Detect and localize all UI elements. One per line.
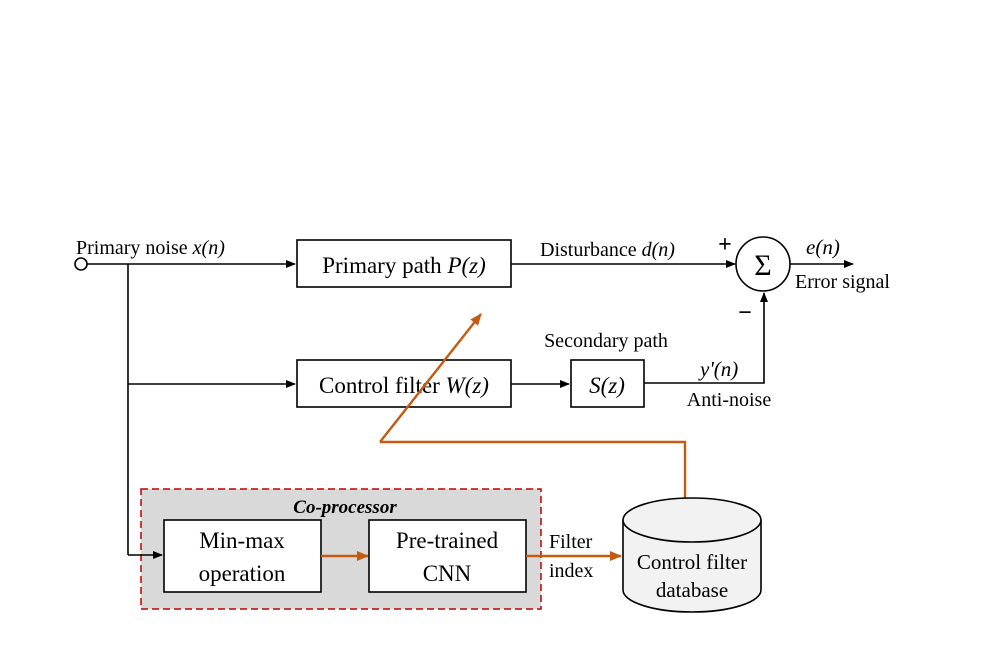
antinoise-symbol: y'(n) [698,357,738,381]
cnn-block: Pre-trained CNN [368,519,527,593]
control-filter-block: Control filter W(z) [296,359,512,408]
svg-text:Pre-trained: Pre-trained [396,528,499,553]
primary-path-block: Primary path P(z) [296,239,512,288]
svg-text:Primary path P(z): Primary path P(z) [322,253,486,278]
svg-text:S(z): S(z) [589,373,625,398]
summing-junction: Σ [735,236,791,292]
minus-sign: − [738,300,752,326]
error-signal-label: Error signal [795,271,890,293]
svg-text:operation: operation [199,561,286,586]
secondary-path-caption: Secondary path [544,330,668,352]
antinoise-line [644,292,768,384]
adaptive-update-arrow [379,313,482,443]
svg-text:CNN: CNN [423,561,472,586]
plus-sign: + [718,232,732,258]
filter-index-label-1: Filter [549,531,593,553]
coprocessor-title: Co-processor [293,497,397,518]
antinoise-label: Anti-noise [687,389,772,411]
svg-text:Min-max: Min-max [199,528,285,553]
svg-text:Control filter: Control filter [637,550,747,574]
disturbance-label: Disturbance d(n) [540,239,675,261]
svg-text:Control filter W(z): Control filter W(z) [319,373,489,398]
primary-noise-label: Primary noise x(n) [76,237,225,259]
input-terminal [74,257,88,271]
control-filter-database: Control filter database [622,497,762,613]
secondary-path-block: S(z) [570,359,645,408]
sigma-symbol: Σ [754,249,771,282]
minmax-block: Min-max operation [163,519,322,593]
error-symbol: e(n) [806,235,840,259]
svg-text:database: database [656,578,728,602]
filter-index-label-2: index [549,560,593,582]
database-to-filter-line [380,440,687,498]
